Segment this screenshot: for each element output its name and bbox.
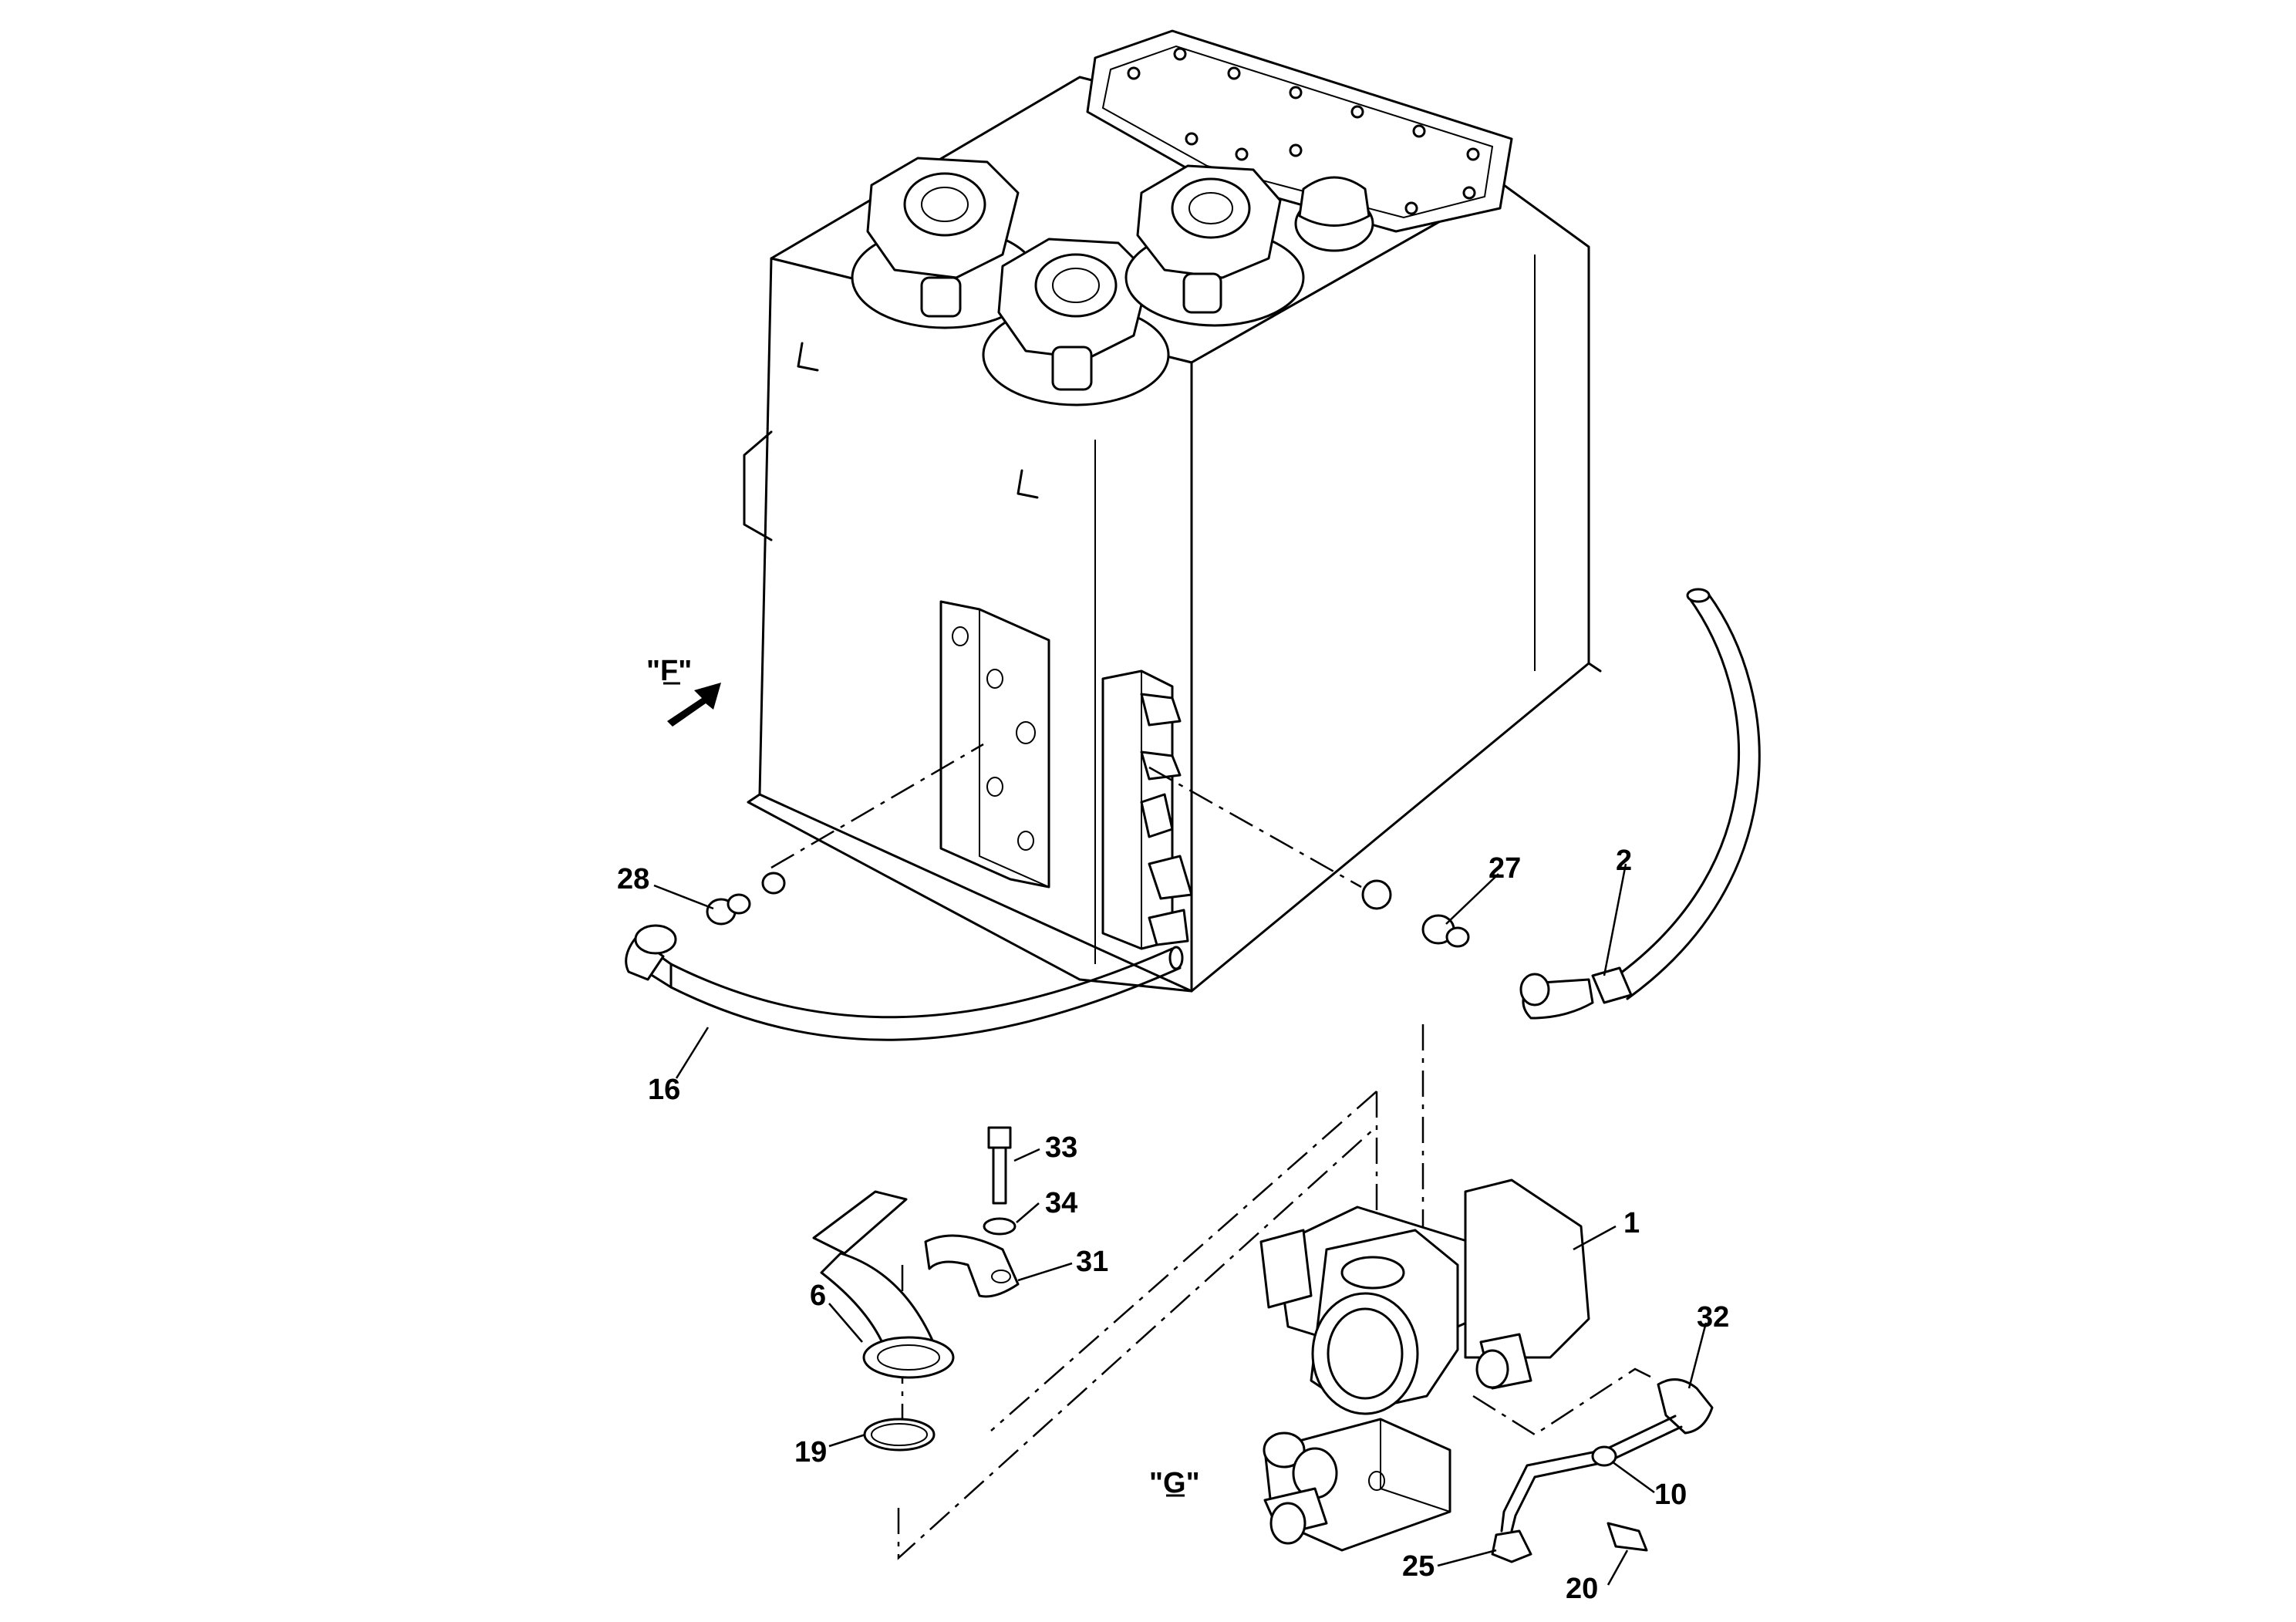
view-f-label: "F" — [646, 655, 692, 687]
filter-head-left — [851, 157, 1039, 329]
tube-10 — [1500, 1415, 1683, 1533]
port-manifold-right — [1101, 669, 1193, 950]
callout-6: 6 — [810, 1280, 826, 1312]
callout-25: 25 — [1402, 1550, 1435, 1583]
callout-2: 2 — [1616, 845, 1632, 877]
callout-31: 31 — [1076, 1246, 1108, 1278]
port-manifold-left — [939, 600, 1050, 889]
breather-cap — [1294, 176, 1374, 252]
elbow-fitting-25 — [1491, 1529, 1532, 1563]
hose-2 — [1519, 588, 1761, 1020]
filter-head-right — [1124, 164, 1305, 327]
leader-lines — [653, 863, 1708, 1586]
callout-34: 34 — [1045, 1187, 1077, 1219]
filter-head-center — [982, 238, 1170, 406]
plate-bolts — [1127, 47, 1480, 215]
elbow-fitting-32 — [1657, 1378, 1714, 1435]
suction-elbow-6 — [812, 1190, 955, 1379]
callout-32: 32 — [1697, 1301, 1729, 1334]
callout-10: 10 — [1654, 1479, 1687, 1511]
sensor-20 — [1607, 1522, 1648, 1552]
callout-19: 19 — [794, 1436, 827, 1469]
bolt-33 — [987, 1126, 1012, 1205]
view-g-label: "G" — [1149, 1467, 1200, 1499]
hydraulic-pump-1 — [1259, 1179, 1590, 1552]
callout-16: 16 — [648, 1074, 680, 1106]
callout-1: 1 — [1623, 1207, 1640, 1239]
fitting-27 — [1361, 879, 1470, 948]
hydraulic-tank — [743, 29, 1602, 993]
hose-16 — [625, 924, 1184, 1041]
callout-20: 20 — [1566, 1573, 1598, 1605]
fitting-28 — [706, 872, 786, 926]
view-f-arrow — [667, 683, 721, 727]
clamp-31 — [924, 1234, 1020, 1298]
callout-33: 33 — [1045, 1131, 1077, 1164]
washer-34 — [983, 1217, 1017, 1236]
callout-28: 28 — [617, 863, 649, 895]
callout-27: 27 — [1489, 852, 1521, 885]
